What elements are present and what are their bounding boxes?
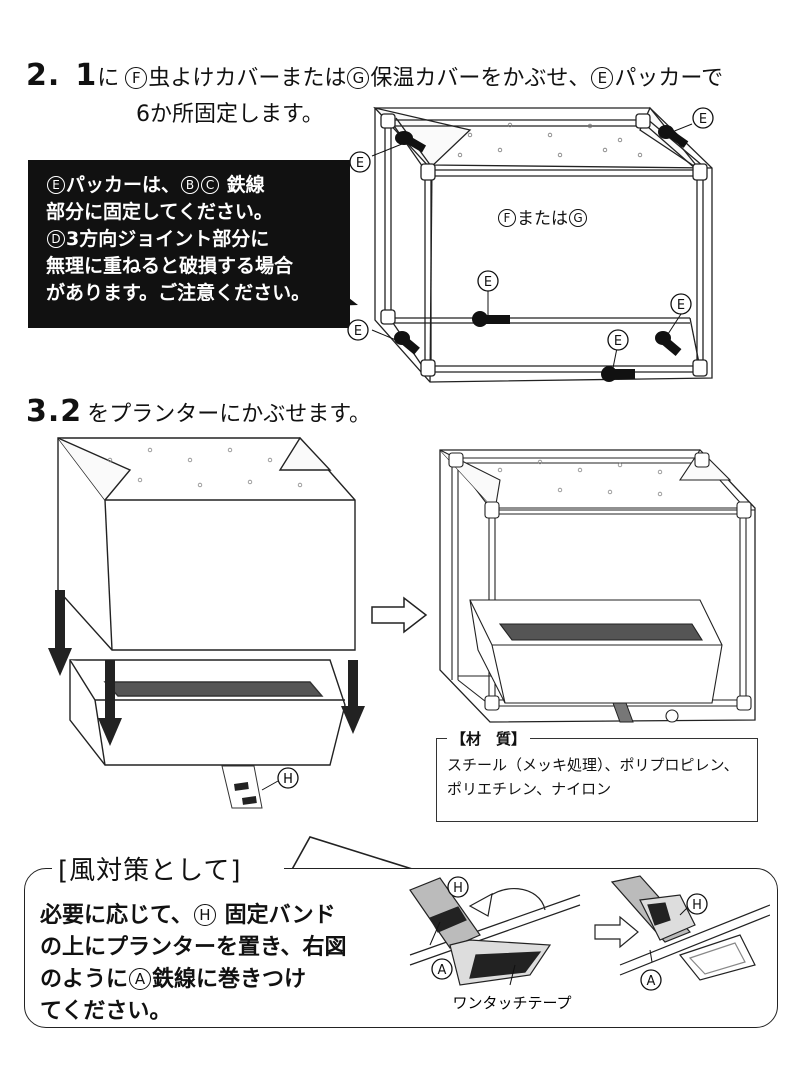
wind-title-bg [52, 852, 284, 886]
step-number: 2. [26, 58, 61, 93]
packer-marker: E [699, 112, 707, 127]
part-label-f: F [125, 67, 148, 89]
part-label-e: E [591, 67, 614, 89]
band-label: H [283, 772, 293, 787]
band-wrapping-diagram: H A H A ワンタッチテープ [409, 875, 770, 1012]
step-number: 3. [26, 394, 61, 429]
packer-marker: E [484, 275, 492, 290]
step2-instruction-line2: 6か所固定します。 [136, 102, 324, 127]
band-label-h: H [453, 881, 463, 896]
material-heading: 【材 質】 [447, 727, 531, 751]
packer-marker: E [614, 334, 622, 349]
material-info: 【材 質】 スチール（メッキ処理）、ポリプロピレン、 ポリエチレン、ナイロン [436, 727, 758, 822]
wind-title: [風対策として] [58, 856, 242, 886]
band-label-h: H [692, 898, 702, 913]
covered-planter-diagram [439, 449, 756, 723]
packer-marker: E [356, 156, 364, 171]
step3-instruction: 3.2 をプランターにかぶせます。 [26, 394, 372, 429]
packer-marker: E [354, 324, 362, 339]
cover-lowering-diagram: H [48, 436, 365, 809]
wind-callout-tail [290, 836, 426, 874]
wire-label-a: A [438, 963, 447, 978]
part-label-g: G [347, 67, 370, 89]
next-step-arrow [371, 596, 428, 634]
packer-marker: E [677, 298, 685, 313]
cover-frame-diagram: E E E E E E [347, 106, 714, 383]
part-number: 1 [75, 58, 98, 93]
part-number: 2 [60, 394, 83, 429]
tape-label: ワンタッチテープ [452, 994, 571, 1012]
material-line1: スチール（メッキ処理）、ポリプロピレン、 [447, 756, 739, 774]
wire-label-a: A [647, 974, 656, 989]
material-line2: ポリエチレン、ナイロン [447, 780, 612, 798]
